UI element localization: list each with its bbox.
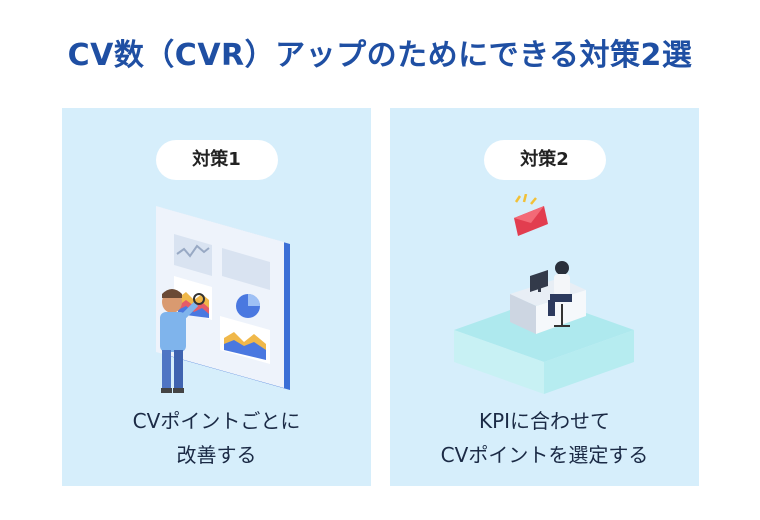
analytics-board-illustration bbox=[156, 206, 290, 393]
desk-worker-illustration bbox=[454, 194, 634, 394]
strategy-caption-2: KPIに合わせて CVポイントを選定する bbox=[390, 404, 699, 472]
caption-line: KPIに合わせて bbox=[478, 409, 611, 433]
strategy-card-1: 対策1 CVポイントごとに 改善する bbox=[62, 108, 371, 486]
caption-line: 改善する bbox=[176, 443, 257, 467]
strategy-card-2: 対策2 KPIに合わせて CVポイントを選定する bbox=[390, 108, 699, 486]
strategy-tag-1: 対策1 bbox=[155, 140, 278, 180]
caption-line: CVポイントごとに bbox=[132, 409, 301, 433]
strategy-caption-1: CVポイントごとに 改善する bbox=[62, 404, 371, 472]
page-title: CV数（CVR）アップのためにできる対策2選 bbox=[67, 38, 693, 73]
strategy-tag-2: 対策2 bbox=[483, 140, 606, 180]
caption-line: CVポイントを選定する bbox=[440, 443, 649, 467]
mail-alert-icon bbox=[514, 194, 548, 236]
